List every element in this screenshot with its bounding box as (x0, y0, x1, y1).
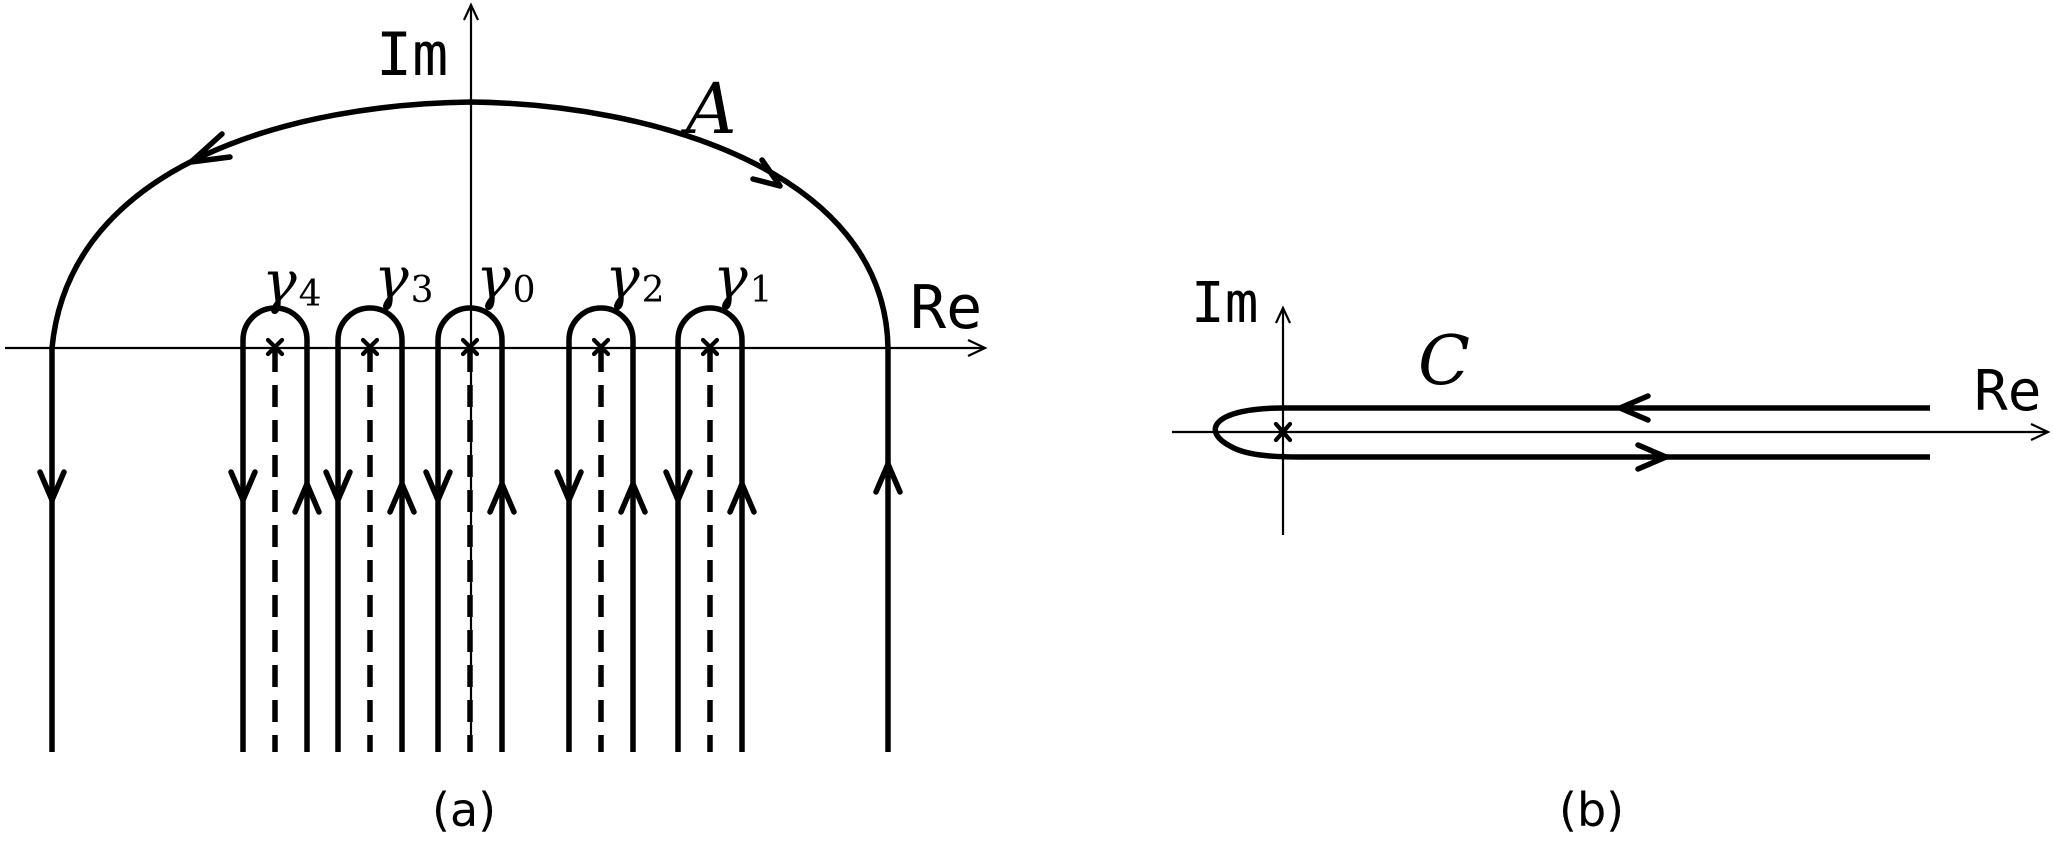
hankel-contour-c (1212, 405, 1930, 460)
arc-arrow-left (188, 131, 233, 165)
gamma-3-label: γ3 (374, 244, 434, 312)
gamma-4-label: γ4 (262, 248, 322, 316)
panel-a-caption: (a) (432, 783, 496, 837)
gamma-0-up-arrow (487, 481, 517, 515)
gamma-0-label: γ0 (476, 244, 536, 312)
panel-a-im-label: Im (376, 20, 448, 90)
gamma-2-loop (566, 305, 636, 752)
contour-gamma-0: γ0 (423, 244, 536, 752)
contour-c-right-arrow (1635, 442, 1669, 472)
gamma-3-loop (335, 305, 405, 752)
gamma-0-loop (435, 305, 505, 752)
panel-a-re-label: Re (910, 273, 982, 343)
gamma-2-up-arrow (618, 481, 648, 515)
gamma-3-up-arrow (387, 481, 417, 515)
panel-a: Im Re A γ4 (5, 2, 988, 837)
panel-b-imag-axis-arrowhead (1275, 305, 1291, 324)
contour-gamma-2: γ2 (554, 244, 665, 752)
panel-b: Im Re C (b) (1172, 271, 2051, 837)
contour-gamma-4: γ4 (228, 248, 322, 752)
panel-b-im-label: Im (1191, 271, 1258, 336)
gamma-2-down-arrow (554, 469, 584, 503)
gamma-0-down-arrow (423, 469, 453, 503)
gamma-3-down-arrow (323, 469, 353, 503)
gamma-4-down-arrow (228, 469, 258, 503)
panel-a-real-axis-arrowhead (967, 339, 988, 357)
gamma-1-up-arrow (727, 481, 757, 515)
arc-label-a: A (680, 68, 737, 150)
gamma-2-label: γ2 (605, 244, 665, 312)
gamma-1-loop (675, 305, 745, 752)
outer-left-down-arrow (37, 469, 67, 503)
gamma-1-label: γ1 (713, 244, 773, 312)
arc-contour-a (49, 99, 891, 752)
contour-c-left-arrow (1617, 393, 1651, 423)
gamma-1-down-arrow (663, 469, 693, 503)
contour-c-label: C (1418, 322, 1470, 401)
gamma-4-loop (240, 305, 310, 752)
outer-right-up-arrow (873, 461, 903, 495)
panel-b-real-axis-arrowhead (2030, 423, 2051, 441)
panel-b-caption: (b) (1559, 783, 1624, 837)
panel-a-imag-axis-arrowhead (463, 2, 479, 21)
contour-gamma-3: γ3 (323, 244, 434, 752)
panel-b-re-label: Re (1974, 359, 2041, 424)
gamma-4-up-arrow (292, 481, 322, 515)
contour-gamma-1: γ1 (663, 244, 773, 752)
arc-arrow-right (750, 157, 783, 189)
